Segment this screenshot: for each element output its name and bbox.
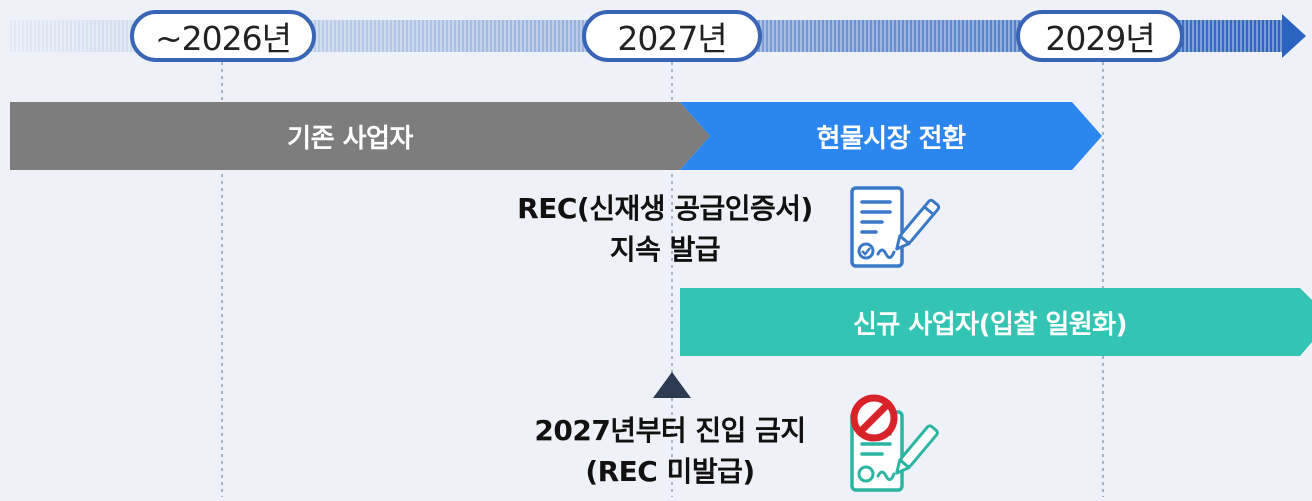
ban-note-line1: 2027년부터 진입 금지: [534, 414, 806, 447]
prohibited-certificate-icon: [836, 392, 946, 497]
existing-operators-label: 기존 사업자: [287, 123, 413, 154]
rec-note: REC(신재생 공급인증서) 지속 발급: [470, 188, 860, 270]
rec-note-line2: 지속 발급: [609, 233, 721, 266]
year-pill-2026: ~2026년: [130, 10, 316, 62]
year-pill-2029: 2029년: [1016, 10, 1184, 62]
certificate-pen-icon: [846, 182, 946, 274]
ban-note-line2: (REC 미발급): [585, 455, 755, 488]
year-pill-2027: 2027년: [582, 10, 762, 62]
rec-note-line1: REC(신재생 공급인증서): [517, 192, 813, 225]
ban-note: 2027년부터 진입 금지 (REC 미발급): [480, 410, 860, 492]
new-operators-bar: [680, 288, 1312, 356]
up-triangle-marker-icon: [653, 372, 691, 398]
new-operators-label: 신규 사업자(입찰 일원화): [852, 309, 1128, 340]
existing-operators-bar: [10, 102, 710, 170]
spot-market-bar: [680, 102, 1102, 170]
spot-market-label: 현물시장 전환: [816, 123, 966, 154]
